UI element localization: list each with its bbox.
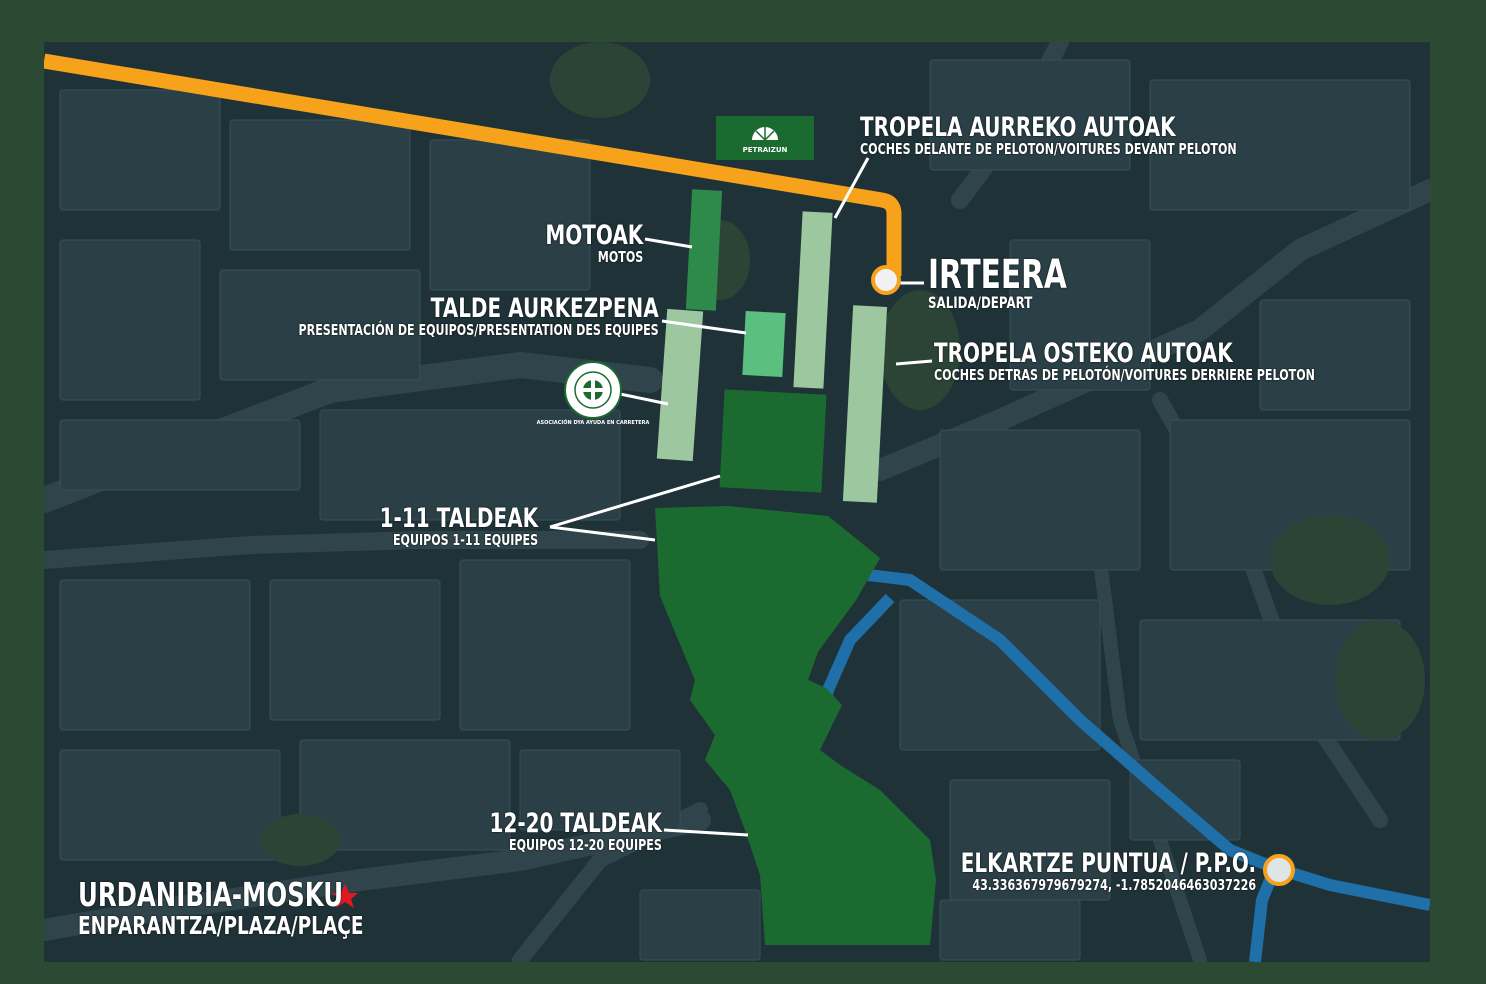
label-irteera: IRTEERA SALIDA/DEPART <box>928 255 1067 311</box>
talde-aurkezpena-title: TALDE AURKEZPENA <box>430 293 659 324</box>
meeting-circle-icon <box>1263 854 1295 886</box>
zone-cars-ahead <box>793 211 833 389</box>
taldeak-1-11-title: 1-11 TALDEAK <box>379 503 538 534</box>
star-icon <box>332 884 358 908</box>
association-badge: ASOCIACIÓN DYA AYUDA EN CARRETERA <box>537 361 650 426</box>
zone-motorbikes <box>685 189 723 311</box>
zone-cars-behind <box>842 305 888 503</box>
elkartze-puntua-coordinates: 43.336367979679274, -1.7852046463037226 <box>972 876 1256 894</box>
talde-aurkezpena-subtitle: PRESENTACIÓN DE EQUIPOS/PRESENTATION DES… <box>298 321 659 339</box>
start-circle-icon <box>871 265 901 295</box>
elkartze-puntua-title: ELKARTZE PUNTUA / P.P.O. <box>960 848 1256 879</box>
label-taldeak-12-20: 12-20 TALDEAK EQUIPOS 12-20 EQUIPES <box>490 810 662 853</box>
label-elkartze-puntua: ELKARTZE PUNTUA / P.P.O. 43.336367979679… <box>961 850 1256 893</box>
plaza-subtitle: ENPARANTZA/PLAZA/PLAÇE <box>78 911 364 940</box>
zone-team-presentation <box>742 310 786 378</box>
tropela-osteko-title: TROPELA OSTEKO AUTOAK <box>934 338 1233 369</box>
taldeak-12-20-subtitle: EQUIPOS 12-20 EQUIPES <box>509 836 662 854</box>
zone-teams-12-20 <box>660 516 936 945</box>
tropela-aurreko-subtitle: COCHES DELANTE DE PELOTON/VOITURES DEVAN… <box>860 140 1237 158</box>
irteera-subtitle: SALIDA/DEPART <box>928 293 1033 312</box>
team-zones <box>655 189 936 945</box>
orange-route <box>44 53 902 276</box>
label-talde-aurkezpena: TALDE AURKEZPENA PRESENTACIÓN DE EQUIPOS… <box>299 295 659 338</box>
taldeak-12-20-title: 12-20 TALDEAK <box>489 808 662 839</box>
sponsor-banner-text: PETRAIZUN <box>743 146 788 154</box>
label-plaza: URDANIBIA-MOSKU ENPARANTZA/PLAZA/PLAÇE <box>78 878 363 938</box>
motoak-title: MOTOAK <box>545 220 643 251</box>
zone-association-strip <box>656 308 704 462</box>
association-badge-text: ASOCIACIÓN DYA AYUDA EN CARRETERA <box>537 419 650 426</box>
label-tropela-osteko: TROPELA OSTEKO AUTOAK COCHES DETRAS DE P… <box>934 340 1315 383</box>
tropela-osteko-subtitle: COCHES DETRAS DE PELOTÓN/VOITURES DERRIE… <box>934 366 1315 384</box>
label-tropela-aurreko: TROPELA AURREKO AUTOAK COCHES DELANTE DE… <box>860 114 1237 157</box>
plaza-title: URDANIBIA-MOSKU <box>78 875 344 914</box>
taldeak-1-11-subtitle: EQUIPOS 1-11 EQUIPES <box>392 531 538 549</box>
motoak-subtitle: MOTOS <box>597 248 643 266</box>
label-taldeak-1-11: 1-11 TALDEAK EQUIPOS 1-11 EQUIPES <box>380 505 538 548</box>
sponsor-banner: PETRAIZUN <box>716 116 814 160</box>
label-motoak: MOTOAK MOTOS <box>545 222 643 265</box>
leader-lines <box>549 157 933 837</box>
building-blocks <box>59 59 1411 961</box>
tropela-aurreko-title: TROPELA AURREKO AUTOAK <box>860 112 1176 143</box>
zone-dark-block <box>719 389 827 493</box>
irteera-title: IRTEERA <box>928 252 1067 298</box>
